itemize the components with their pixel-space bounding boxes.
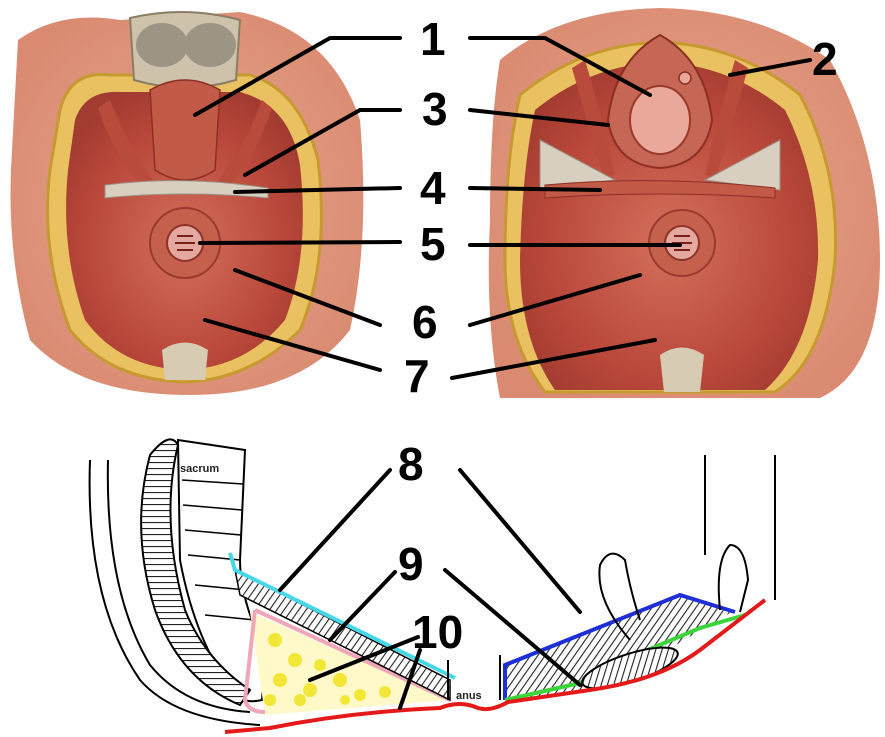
label-9: 9 [398, 538, 424, 590]
sagittal-diagram: sacrum anus [90, 439, 775, 732]
label-6: 6 [412, 296, 438, 348]
label-10: 10 [412, 606, 463, 658]
sacrum-text: sacrum [180, 463, 219, 475]
label-4: 4 [420, 162, 446, 214]
label-5: 5 [420, 218, 446, 270]
left-anatomy-image [10, 12, 363, 395]
label-1: 1 [420, 13, 446, 65]
label-2: 2 [812, 33, 838, 85]
label-3: 3 [422, 83, 448, 135]
anus-text: anus [456, 690, 482, 702]
label-8: 8 [398, 438, 424, 490]
label-7: 7 [404, 350, 430, 402]
